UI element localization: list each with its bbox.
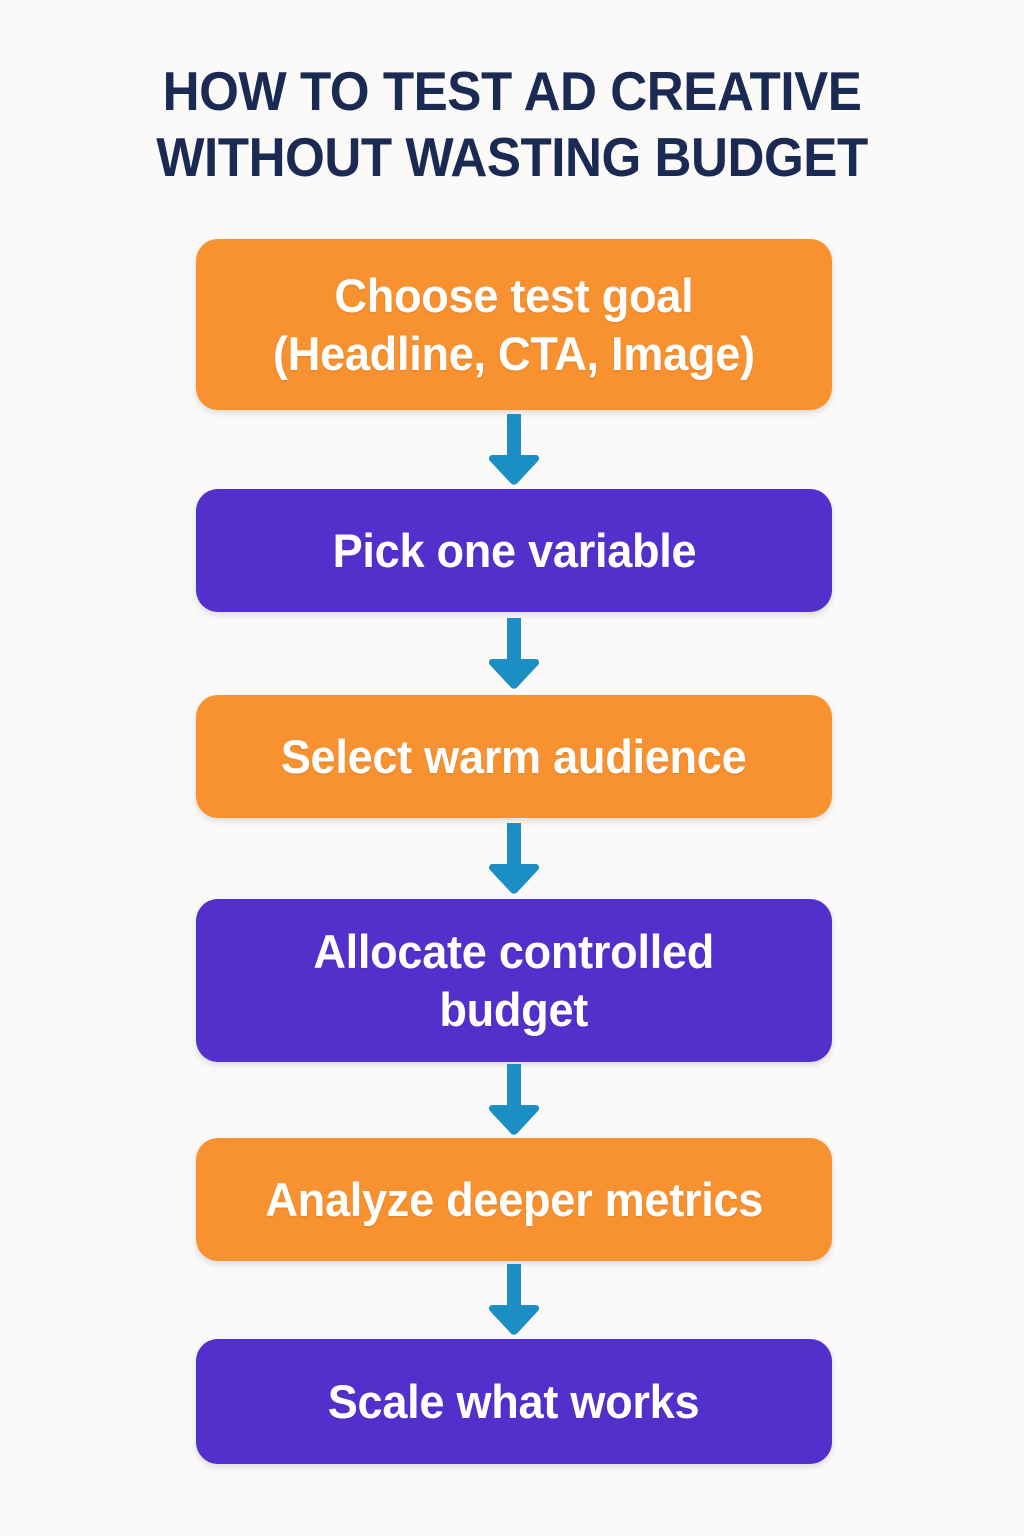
- flow-step-1-line-2: (Headline, CTA, Image): [273, 326, 755, 380]
- flow-step-6-label: Scale what works: [307, 1373, 721, 1431]
- flow-step-2[interactable]: Pick one variable: [196, 489, 832, 612]
- flow-step-1[interactable]: Choose test goal (Headline, CTA, Image): [196, 239, 832, 410]
- down-arrow-icon: [489, 617, 539, 689]
- flow-step-3-line-1: Select warm audience: [281, 729, 747, 783]
- page-title: HOW TO TEST AD CREATIVE WITHOUT WASTING …: [0, 58, 1024, 190]
- flow-step-5[interactable]: Analyze deeper metrics: [196, 1138, 832, 1261]
- down-arrow-icon: [489, 1264, 539, 1335]
- flow-connector-3: [196, 818, 832, 899]
- flow-step-4-line-2: budget: [439, 982, 589, 1036]
- down-arrow-icon: [489, 1064, 539, 1135]
- flow-connector-5: [196, 1261, 832, 1339]
- flow-step-3[interactable]: Select warm audience: [196, 695, 832, 818]
- flowchart: Choose test goal (Headline, CTA, Image) …: [196, 239, 832, 1464]
- flow-step-1-label: Choose test goal (Headline, CTA, Image): [252, 267, 776, 383]
- flow-step-6[interactable]: Scale what works: [196, 1339, 832, 1464]
- flow-step-4[interactable]: Allocate controlled budget: [196, 899, 832, 1062]
- flow-step-3-label: Select warm audience: [260, 728, 768, 786]
- flow-step-1-line-1: Choose test goal: [334, 268, 694, 322]
- title-line-1: HOW TO TEST AD CREATIVE: [162, 60, 862, 122]
- flow-connector-2: [196, 612, 832, 695]
- flow-step-4-line-1: Allocate controlled: [313, 924, 715, 978]
- flow-step-2-label: Pick one variable: [311, 522, 717, 580]
- down-arrow-icon: [489, 413, 539, 485]
- flow-connector-1: [196, 410, 832, 489]
- flow-step-5-label: Analyze deeper metrics: [244, 1171, 784, 1229]
- flow-connector-4: [196, 1062, 832, 1138]
- flow-step-6-line-1: Scale what works: [328, 1374, 700, 1428]
- flow-step-2-line-1: Pick one variable: [332, 523, 696, 577]
- title-line-2: WITHOUT WASTING BUDGET: [156, 126, 868, 188]
- flow-step-5-line-1: Analyze deeper metrics: [265, 1172, 763, 1226]
- down-arrow-icon: [489, 822, 539, 894]
- flow-step-4-label: Allocate controlled budget: [293, 923, 736, 1039]
